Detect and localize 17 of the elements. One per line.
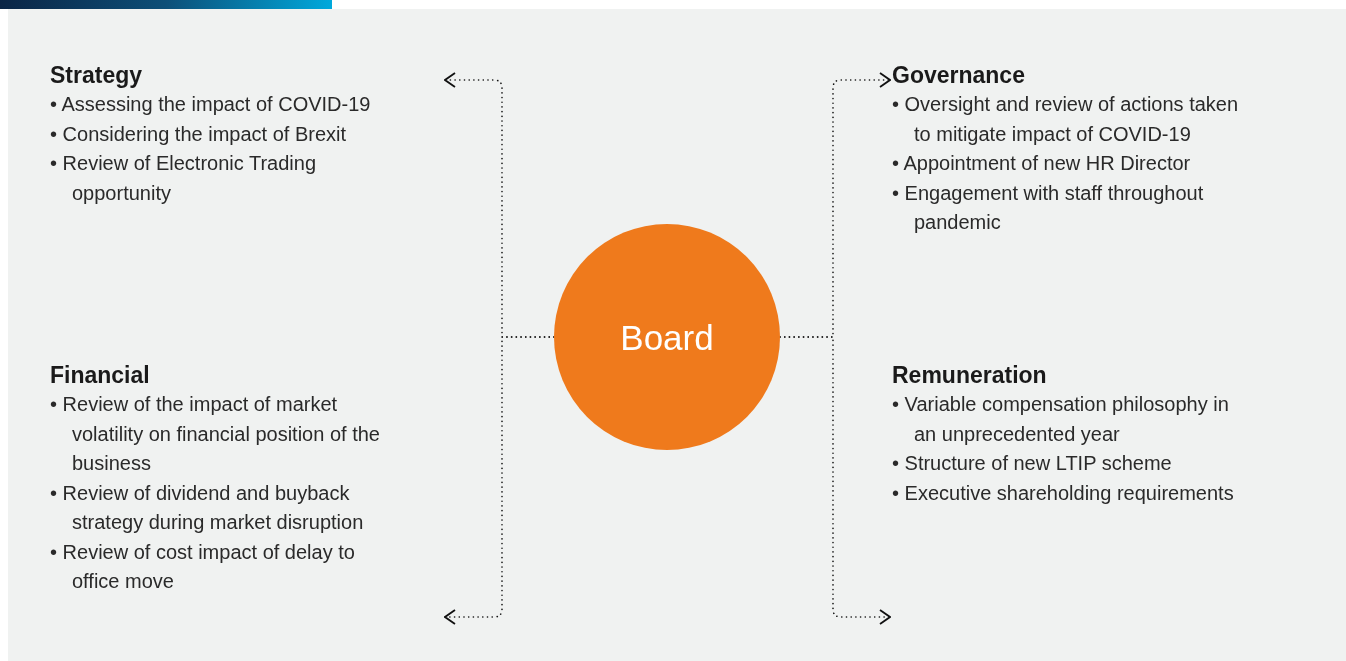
bullet-item: • Appointment of new HR Director (892, 151, 1192, 176)
bullet-item: • Structure of new LTIP scheme (892, 451, 1173, 476)
section-heading: Strategy (50, 61, 143, 90)
bullet-item: • Variable compensation philosophy in an unprecedented year (892, 392, 1230, 447)
circle-label: Board (620, 319, 714, 355)
bullet-item: • Review of cost impact of delay to office move (50, 539, 356, 594)
bullet-item: • Review of the impact of market volatility on financial position of the business (50, 392, 381, 476)
bullet-item: • Oversight and review of actions taken to mitigate impact of COVID-19 (892, 92, 1240, 147)
bullet-item: • Engagement with staff throughout pandemic (892, 180, 1205, 235)
section-heading: Governance (892, 61, 1025, 90)
bullet-item: • Assessing the impact of COVID-19 (50, 92, 372, 117)
section-heading: Remuneration (892, 361, 1047, 390)
bullet-item: • Review of dividend and buyback strategy during market disruption (50, 480, 365, 535)
bullet-item: • Executive shareholding requirements (892, 480, 1235, 506)
bullet-item: • Considering the impact of Brexit (50, 121, 348, 147)
section-heading: Financial (50, 361, 150, 390)
bullet-item: • Review of Electronic Trading opportunity (50, 151, 317, 206)
